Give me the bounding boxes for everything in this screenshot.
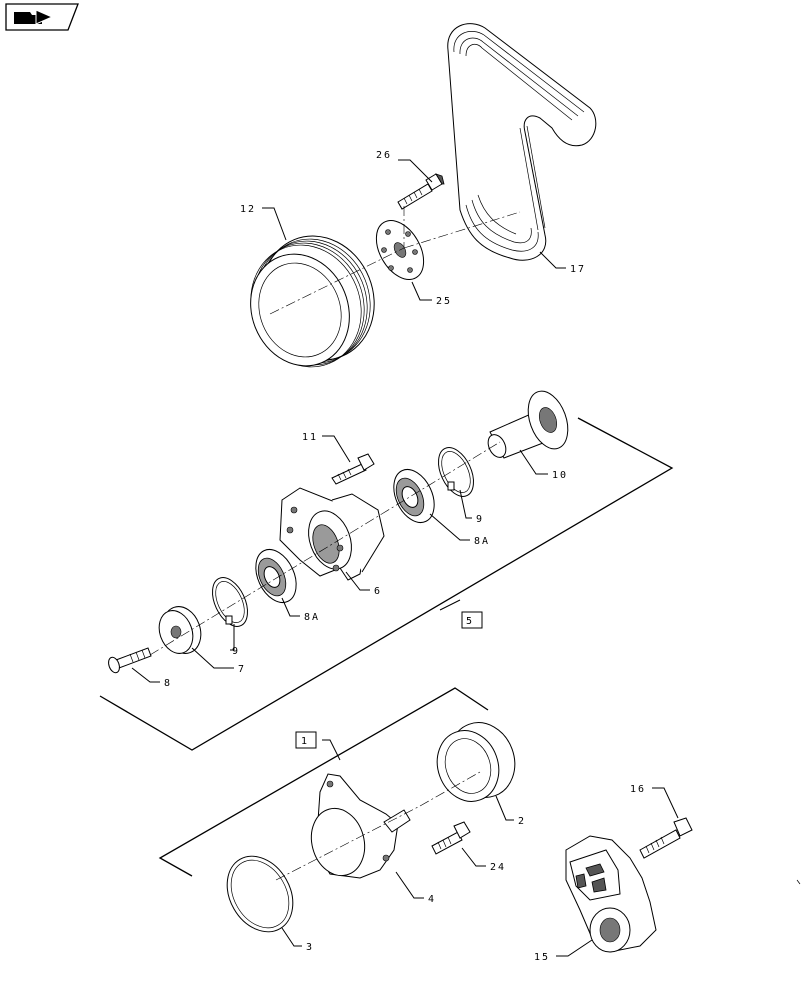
bolt-11 [331, 453, 375, 485]
callout-26: 26 [376, 150, 392, 161]
callout-24: 24 [490, 862, 506, 873]
callout-25: 25 [436, 296, 452, 307]
callout-10: 10 [552, 470, 568, 481]
callout-16: 16 [630, 784, 646, 795]
callout-17: 17 [570, 264, 586, 275]
pulley-12 [250, 235, 375, 368]
callout-8a-upper: 8A [474, 536, 490, 547]
bolt-26 [397, 173, 445, 210]
snap-ring-lower [212, 577, 248, 627]
bolt-24 [431, 821, 471, 855]
bolt-16 [639, 817, 693, 859]
belt [447, 23, 597, 261]
callout-4: 4 [428, 894, 436, 905]
leader-lines [131, 159, 679, 957]
idler-2 [436, 722, 516, 802]
callout-6: 6 [374, 586, 382, 597]
tensioner-4 [310, 773, 411, 879]
callout-11: 11 [302, 432, 318, 443]
housing-6 [279, 487, 385, 581]
callout-8a-lower: 8A [304, 612, 320, 623]
snap-ring-upper [438, 447, 474, 497]
callout-9-upper: 9 [476, 514, 484, 525]
arrow-folder-icon [14, 9, 54, 25]
nav-button[interactable] [5, 3, 79, 31]
callout-5: 5 [466, 616, 474, 627]
callout-7: 7 [238, 664, 246, 675]
bolt-8 [108, 647, 152, 674]
callout-12: 12 [240, 204, 256, 215]
bearing-lower [255, 549, 297, 603]
tensioner-15 [565, 835, 657, 953]
callout-2: 2 [518, 816, 526, 827]
callout-8: 8 [164, 678, 172, 689]
callout-3: 3 [306, 942, 314, 953]
callout-9-lower: 9 [232, 646, 240, 657]
callout-1: 1 [301, 736, 309, 747]
washer-7 [158, 606, 202, 654]
callout-15: 15 [534, 952, 550, 963]
o-ring-3 [226, 855, 294, 933]
shaft-10 [487, 390, 569, 459]
bearing-upper [393, 469, 435, 523]
